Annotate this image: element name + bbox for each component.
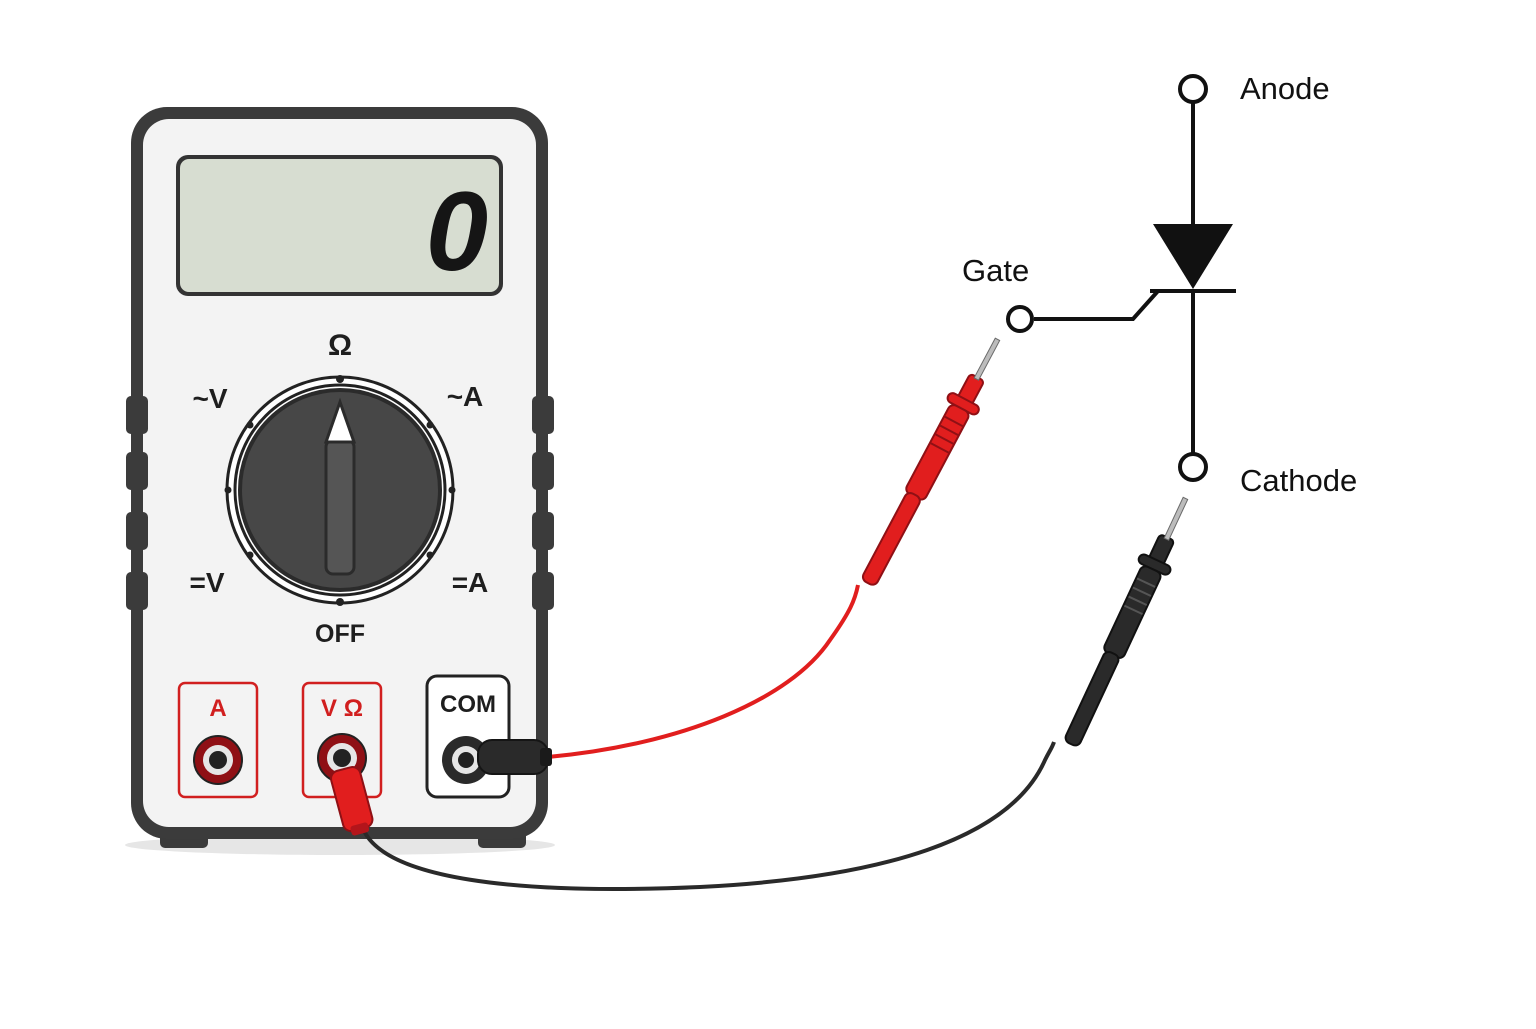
dial-label-ohm: Ω [328, 329, 352, 362]
black-probe[interactable] [1055, 491, 1200, 751]
rotary-dial[interactable] [224, 375, 456, 606]
side-grips [126, 396, 554, 610]
jack-volt-ohm-label: V Ω [321, 695, 363, 722]
gate-lead [1034, 289, 1193, 321]
dial-label-dc-volts: =V [189, 567, 224, 598]
dial-pointer-tip [323, 397, 357, 444]
jack-amps[interactable]: A [177, 681, 259, 799]
volt-ohm-jack-plug [330, 766, 374, 836]
dial-labels: Ω ~V ~A =V =A OFF [189, 329, 488, 648]
dial-position-marks [224, 375, 456, 606]
jack-amps-label: A [209, 695, 226, 722]
multimeter: 0 Ω ~V [125, 107, 555, 855]
com-jack-plug [477, 739, 552, 775]
dial-label-dc-amps: =A [452, 567, 489, 598]
jack-common-label: COM [440, 691, 496, 718]
red-probe-wire [547, 584, 860, 759]
black-probe-wire [360, 741, 1056, 891]
multimeter-shadow [125, 835, 555, 855]
dial-label-ac-amps: ~A [447, 381, 484, 412]
lcd-display: 0 [176, 155, 503, 296]
anode-label: Anode [1240, 71, 1330, 106]
diode-triangle [1153, 224, 1233, 289]
dial-label-off: OFF [315, 620, 365, 648]
gate-terminal[interactable] [1006, 305, 1034, 333]
anode-terminal[interactable] [1178, 74, 1208, 104]
dial-label-ac-volts: ~V [192, 383, 227, 414]
red-probe[interactable] [853, 331, 1013, 591]
jack-common[interactable]: COM [425, 674, 511, 799]
cathode-terminal[interactable] [1178, 452, 1208, 482]
gate-label: Gate [962, 253, 1029, 288]
display-reading: 0 [426, 169, 488, 294]
cathode-label: Cathode [1240, 463, 1357, 498]
thyristor-symbol: Anode Gate Cathode [962, 71, 1357, 498]
dial-pointer-bar [324, 438, 356, 576]
